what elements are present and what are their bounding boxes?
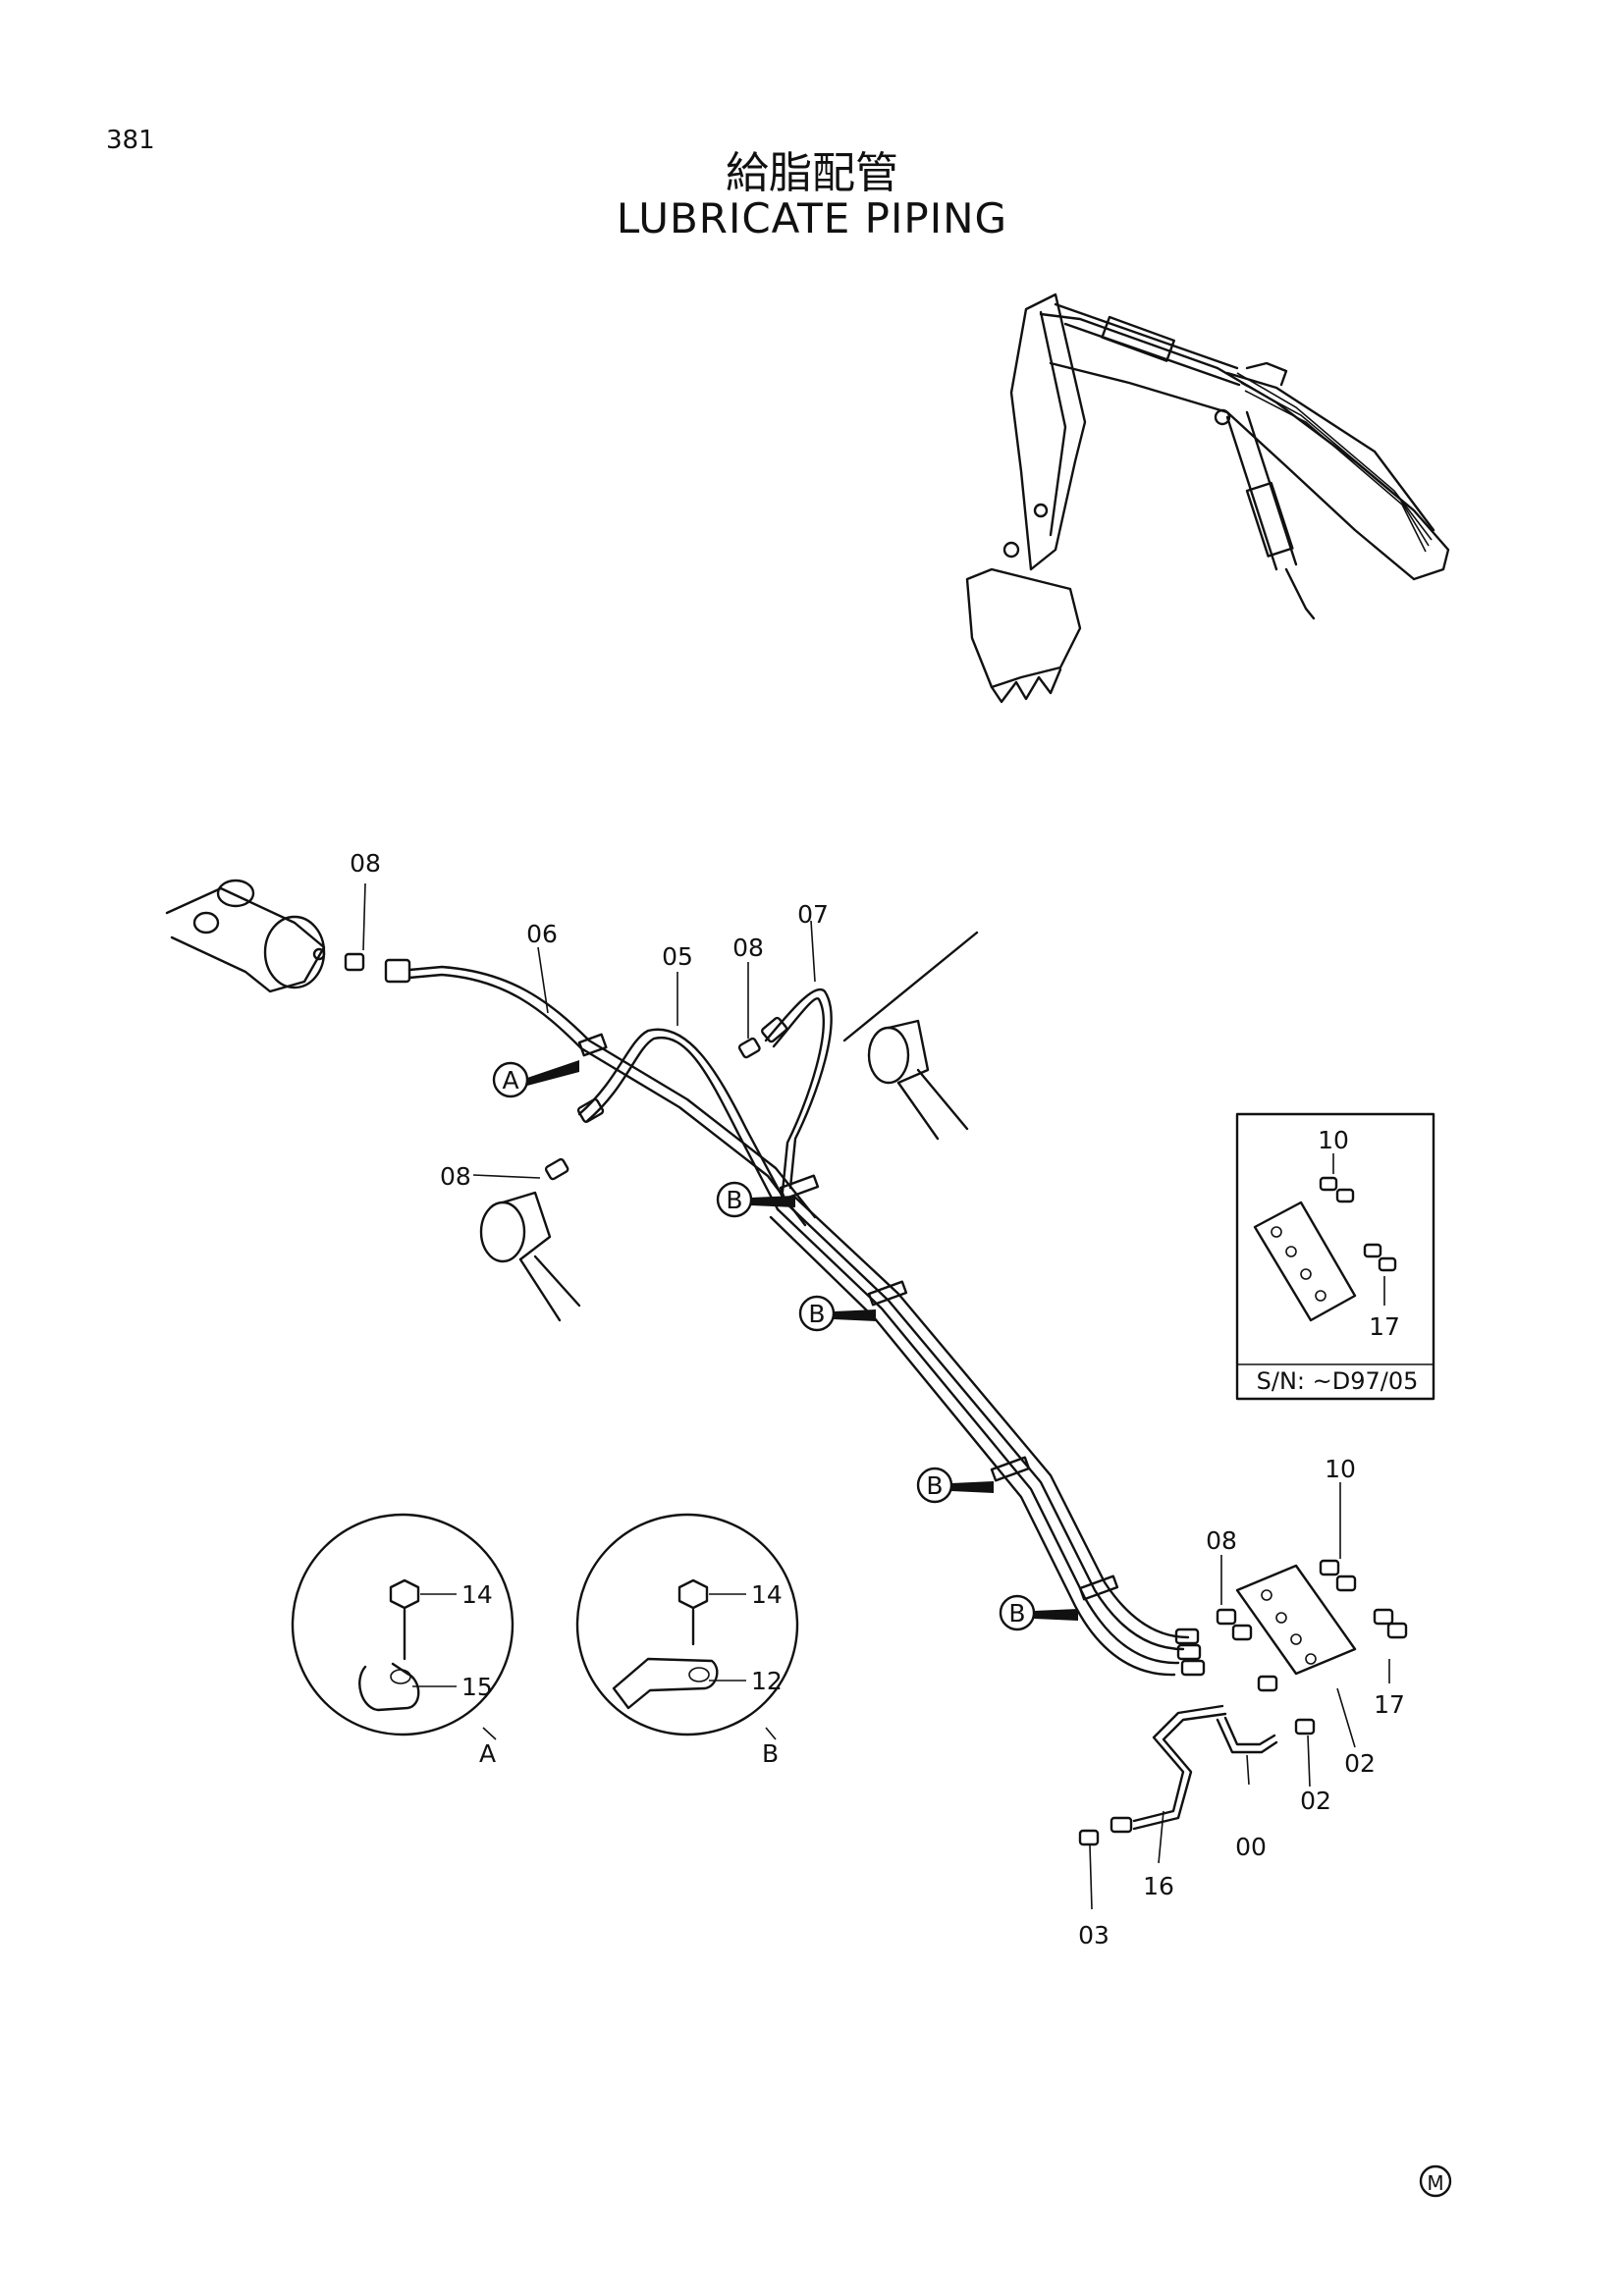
pipe-bundle	[577, 1033, 1206, 1677]
callout-08-middle: 08	[732, 934, 764, 962]
detail-a-callout-15: 15	[461, 1673, 493, 1701]
serial-inset-box: 10 17 S/N: ~D97/05	[1235, 1112, 1435, 1401]
boom-pin-right	[842, 931, 979, 1141]
view-ref-b-2: B	[798, 1295, 876, 1332]
excavator-overview-illustration	[965, 293, 1450, 704]
view-ref-b-1: B	[716, 1181, 795, 1218]
view-ref-b-4: B	[999, 1594, 1078, 1631]
pipe-00	[1216, 1716, 1278, 1786]
callout-17-right: 17	[1374, 1690, 1405, 1719]
svg-text:B: B	[926, 1471, 943, 1500]
detail-b-callout-12: 12	[751, 1667, 783, 1695]
view-ref-b-3: B	[916, 1467, 994, 1504]
pipe-07	[761, 920, 833, 1194]
callout-07: 07	[797, 900, 829, 929]
inset-callout-10: 10	[1318, 1126, 1349, 1154]
m-mark: M	[1419, 2164, 1452, 2198]
title-english: LUBRICATE PIPING	[616, 194, 1008, 242]
inset-callout-17: 17	[1369, 1312, 1400, 1341]
callout-03: 03	[1078, 1921, 1110, 1949]
fitting-03	[1078, 1829, 1100, 1910]
callout-16: 16	[1143, 1872, 1174, 1900]
callout-00: 00	[1235, 1833, 1267, 1861]
callout-08-top: 08	[350, 849, 381, 878]
fitting-08-top	[344, 882, 411, 984]
view-ref-a: A	[492, 1060, 579, 1098]
detail-circle-a: 14 15 A	[291, 1513, 514, 1768]
title-japanese: 給脂配管	[726, 148, 898, 198]
callout-08-left: 08	[440, 1162, 471, 1191]
callout-02-a: 02	[1344, 1749, 1376, 1778]
detail-b-callout-14: 14	[751, 1580, 783, 1609]
pipe-16	[1110, 1704, 1227, 1864]
detail-circle-b: 14 12 B	[575, 1513, 799, 1768]
svg-text:B: B	[726, 1186, 742, 1214]
pipe-05	[576, 972, 787, 1211]
page-number: 381	[106, 126, 155, 155]
callout-02-b: 02	[1300, 1787, 1331, 1815]
boom-pin-left	[472, 1157, 581, 1322]
fitting-02	[1294, 1718, 1316, 1788]
svg-text:A: A	[502, 1066, 518, 1095]
detail-b-label: B	[762, 1739, 779, 1768]
cylinder-rod-end-left	[165, 879, 326, 993]
callout-10-right: 10	[1325, 1455, 1356, 1483]
detail-a-label: A	[479, 1739, 496, 1768]
svg-text:B: B	[1008, 1599, 1025, 1628]
callout-05: 05	[662, 942, 693, 971]
svg-text:B: B	[808, 1300, 825, 1328]
svg-text:M: M	[1427, 2171, 1443, 2195]
callout-08-right: 08	[1206, 1526, 1237, 1555]
distributor-block	[1216, 1482, 1408, 1692]
serial-number-range: S/N: ~D97/05	[1257, 1367, 1419, 1395]
callout-06: 06	[526, 920, 558, 948]
fitting-08-middle	[737, 962, 761, 1059]
detail-a-callout-14: 14	[461, 1580, 493, 1609]
